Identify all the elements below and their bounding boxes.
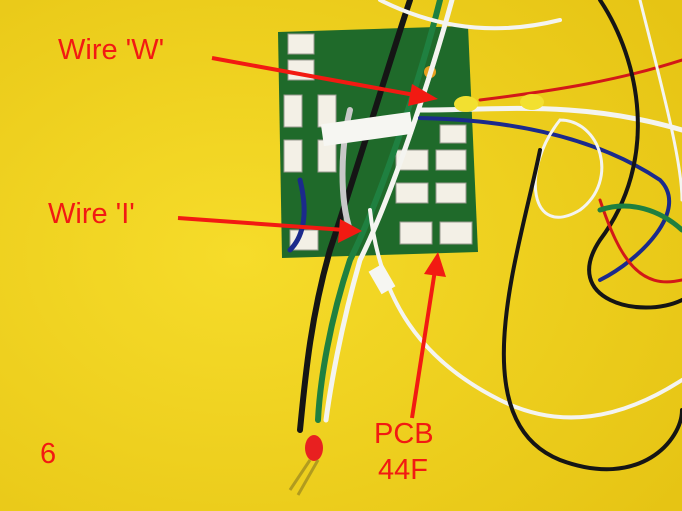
wire-bundle <box>287 0 682 472</box>
figure-number: 6 <box>40 438 57 470</box>
yellow-led <box>454 96 478 112</box>
cable-tie <box>320 111 414 147</box>
red-led <box>305 435 323 461</box>
yellow-led <box>520 94 544 110</box>
arrow-wire-w <box>211 56 421 98</box>
led-leads <box>288 459 320 496</box>
cable-tie <box>368 263 396 295</box>
pcb-label-line1: PCB <box>374 418 434 450</box>
wire-w-label: Wire 'W' <box>58 34 165 66</box>
pcb-label-line2: 44F <box>378 454 428 486</box>
arrow-pcb <box>410 269 437 419</box>
annotation-arrows <box>177 56 446 419</box>
arrow-wire-i <box>177 216 346 232</box>
wire-i-label: Wire 'I' <box>48 198 135 230</box>
